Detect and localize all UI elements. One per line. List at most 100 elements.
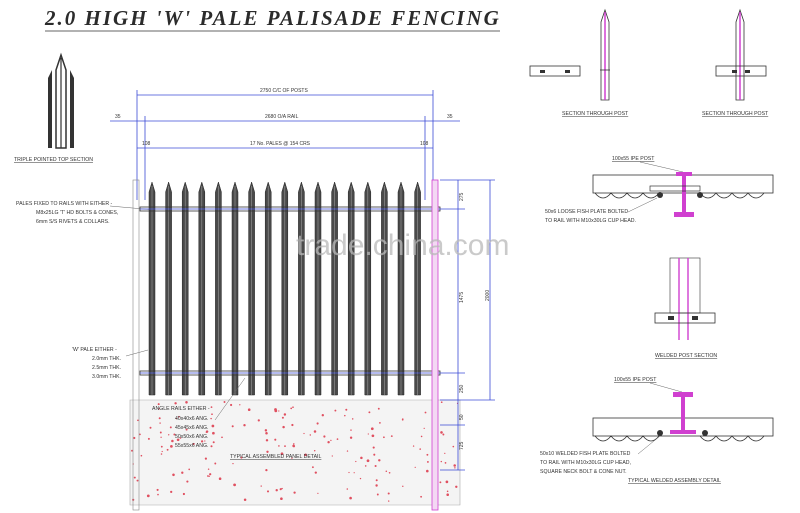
- concrete-dot: [209, 473, 212, 476]
- concrete-foundation: [129, 399, 461, 506]
- concrete-dot: [264, 429, 268, 432]
- loose-fish-plate-detail: [592, 172, 774, 217]
- concrete-dot: [278, 410, 280, 412]
- concrete-dot: [375, 484, 378, 487]
- concrete-dot: [452, 445, 455, 448]
- ipe-post-1-leader: [639, 161, 684, 173]
- svg-text:45x45x6 ANG.: 45x45x6 ANG.: [175, 425, 208, 431]
- concrete-dot: [214, 462, 217, 465]
- svg-text:PALES FIXED TO RAILS WITH EITH: PALES FIXED TO RAILS WITH EITHER -: [16, 201, 113, 207]
- concrete-dot: [159, 422, 161, 424]
- concrete-dot: [192, 442, 195, 445]
- svg-text:3.0mm THK.: 3.0mm THK.: [92, 374, 121, 380]
- concrete-dot: [440, 431, 443, 434]
- concrete-dot: [453, 464, 456, 467]
- concrete-dot: [239, 404, 241, 406]
- concrete-dot: [424, 411, 427, 414]
- concrete-dot: [446, 493, 449, 496]
- concrete-dot: [171, 439, 174, 443]
- concrete-dot: [133, 476, 136, 479]
- concrete-dot: [170, 490, 173, 494]
- concrete-dot: [313, 430, 317, 433]
- concrete-dot: [136, 479, 139, 482]
- concrete-dot: [444, 452, 446, 455]
- concrete-dot: [149, 426, 152, 429]
- concrete-dot: [283, 413, 287, 416]
- concrete-dot: [388, 500, 390, 502]
- concrete-dot: [211, 413, 213, 416]
- concrete-dot: [440, 460, 443, 463]
- welded-fish-plate-detail: [592, 392, 774, 442]
- concrete-dot: [412, 445, 415, 447]
- concrete-dot: [231, 425, 234, 428]
- concrete-dot: [445, 480, 449, 484]
- welded-post-section: [654, 257, 716, 340]
- concrete-dot: [292, 445, 296, 448]
- concrete-dot: [160, 445, 163, 448]
- concrete-dot: [314, 471, 317, 474]
- concrete-dot: [373, 453, 376, 456]
- concrete-dot: [390, 435, 393, 438]
- concrete-dot: [208, 475, 210, 478]
- svg-text:TO RAIL WITH M10x30LG CUP HEAD: TO RAIL WITH M10x30LG CUP HEAD,: [540, 460, 631, 466]
- svg-text:275: 275: [459, 192, 465, 201]
- concrete-dot: [181, 471, 184, 474]
- concrete-dot: [221, 436, 223, 439]
- concrete-dot: [281, 416, 284, 419]
- concrete-dot: [345, 408, 348, 411]
- section-through-post-1: [529, 8, 610, 101]
- concrete-dot: [211, 424, 215, 428]
- concrete-dot: [388, 471, 391, 474]
- concrete-dot: [379, 422, 381, 424]
- concrete-dot: [334, 409, 337, 412]
- concrete-dot: [321, 414, 324, 417]
- ipe-post-1-label: 100x55 IPE POST: [612, 156, 655, 162]
- concrete-dot: [348, 471, 350, 474]
- section-post-2-label: SECTION THROUGH POST: [702, 111, 769, 117]
- concrete-dot: [265, 468, 268, 472]
- concrete-dot: [423, 427, 425, 430]
- svg-text:2000: 2000: [485, 290, 491, 301]
- concrete-dot: [330, 439, 332, 442]
- concrete-dot: [350, 429, 352, 431]
- concrete-dot: [265, 431, 268, 435]
- concrete-dot: [377, 407, 380, 410]
- loose-plate-note: 50x6 LOOSE FISH PLATE BOLTED TO RAIL WIT…: [545, 209, 636, 224]
- concrete-dot: [375, 479, 378, 482]
- concrete-dot: [353, 472, 355, 474]
- concrete-dot: [188, 468, 191, 471]
- concrete-dot: [317, 492, 319, 495]
- svg-text:55x55x6 ANG.: 55x55x6 ANG.: [175, 443, 208, 449]
- concrete-dot: [349, 436, 353, 439]
- concrete-dot: [446, 490, 449, 493]
- concrete-dot: [131, 449, 133, 452]
- concrete-dot: [323, 435, 326, 438]
- concrete-dot: [133, 436, 136, 440]
- fixing-note: PALES FIXED TO RAILS WITH EITHER - M8x25…: [16, 201, 118, 225]
- concrete-dot: [440, 401, 443, 404]
- top-dimensions: 2750 C/C OF POSTS 2680 O/A RAIL 35 35 17…: [110, 88, 460, 200]
- concrete-dot: [304, 453, 307, 457]
- svg-text:2.0mm THK.: 2.0mm THK.: [92, 356, 121, 362]
- concrete-dot: [414, 466, 416, 469]
- concrete-dot: [420, 435, 423, 438]
- concrete-dot: [374, 464, 377, 468]
- concrete-dot: [291, 423, 294, 427]
- concrete-dot: [331, 455, 333, 457]
- concrete-dot: [243, 498, 247, 501]
- concrete-dot: [426, 469, 429, 473]
- concrete-dot: [160, 453, 163, 455]
- concrete-dot: [240, 456, 243, 459]
- concrete-dot: [210, 406, 213, 408]
- concrete-dot: [137, 419, 139, 422]
- concrete-dot: [385, 470, 388, 473]
- concrete-dot: [266, 490, 270, 493]
- section-through-post-2: [715, 8, 767, 101]
- concrete-dot: [284, 445, 286, 447]
- ipe-post-2-leader: [649, 382, 683, 393]
- concrete-dot: [419, 448, 421, 450]
- fence-posts: [132, 179, 439, 511]
- ipe-post-2-label: 100x55 IPE POST: [614, 377, 657, 383]
- concrete-dot: [139, 433, 141, 436]
- concrete-dot: [204, 457, 207, 460]
